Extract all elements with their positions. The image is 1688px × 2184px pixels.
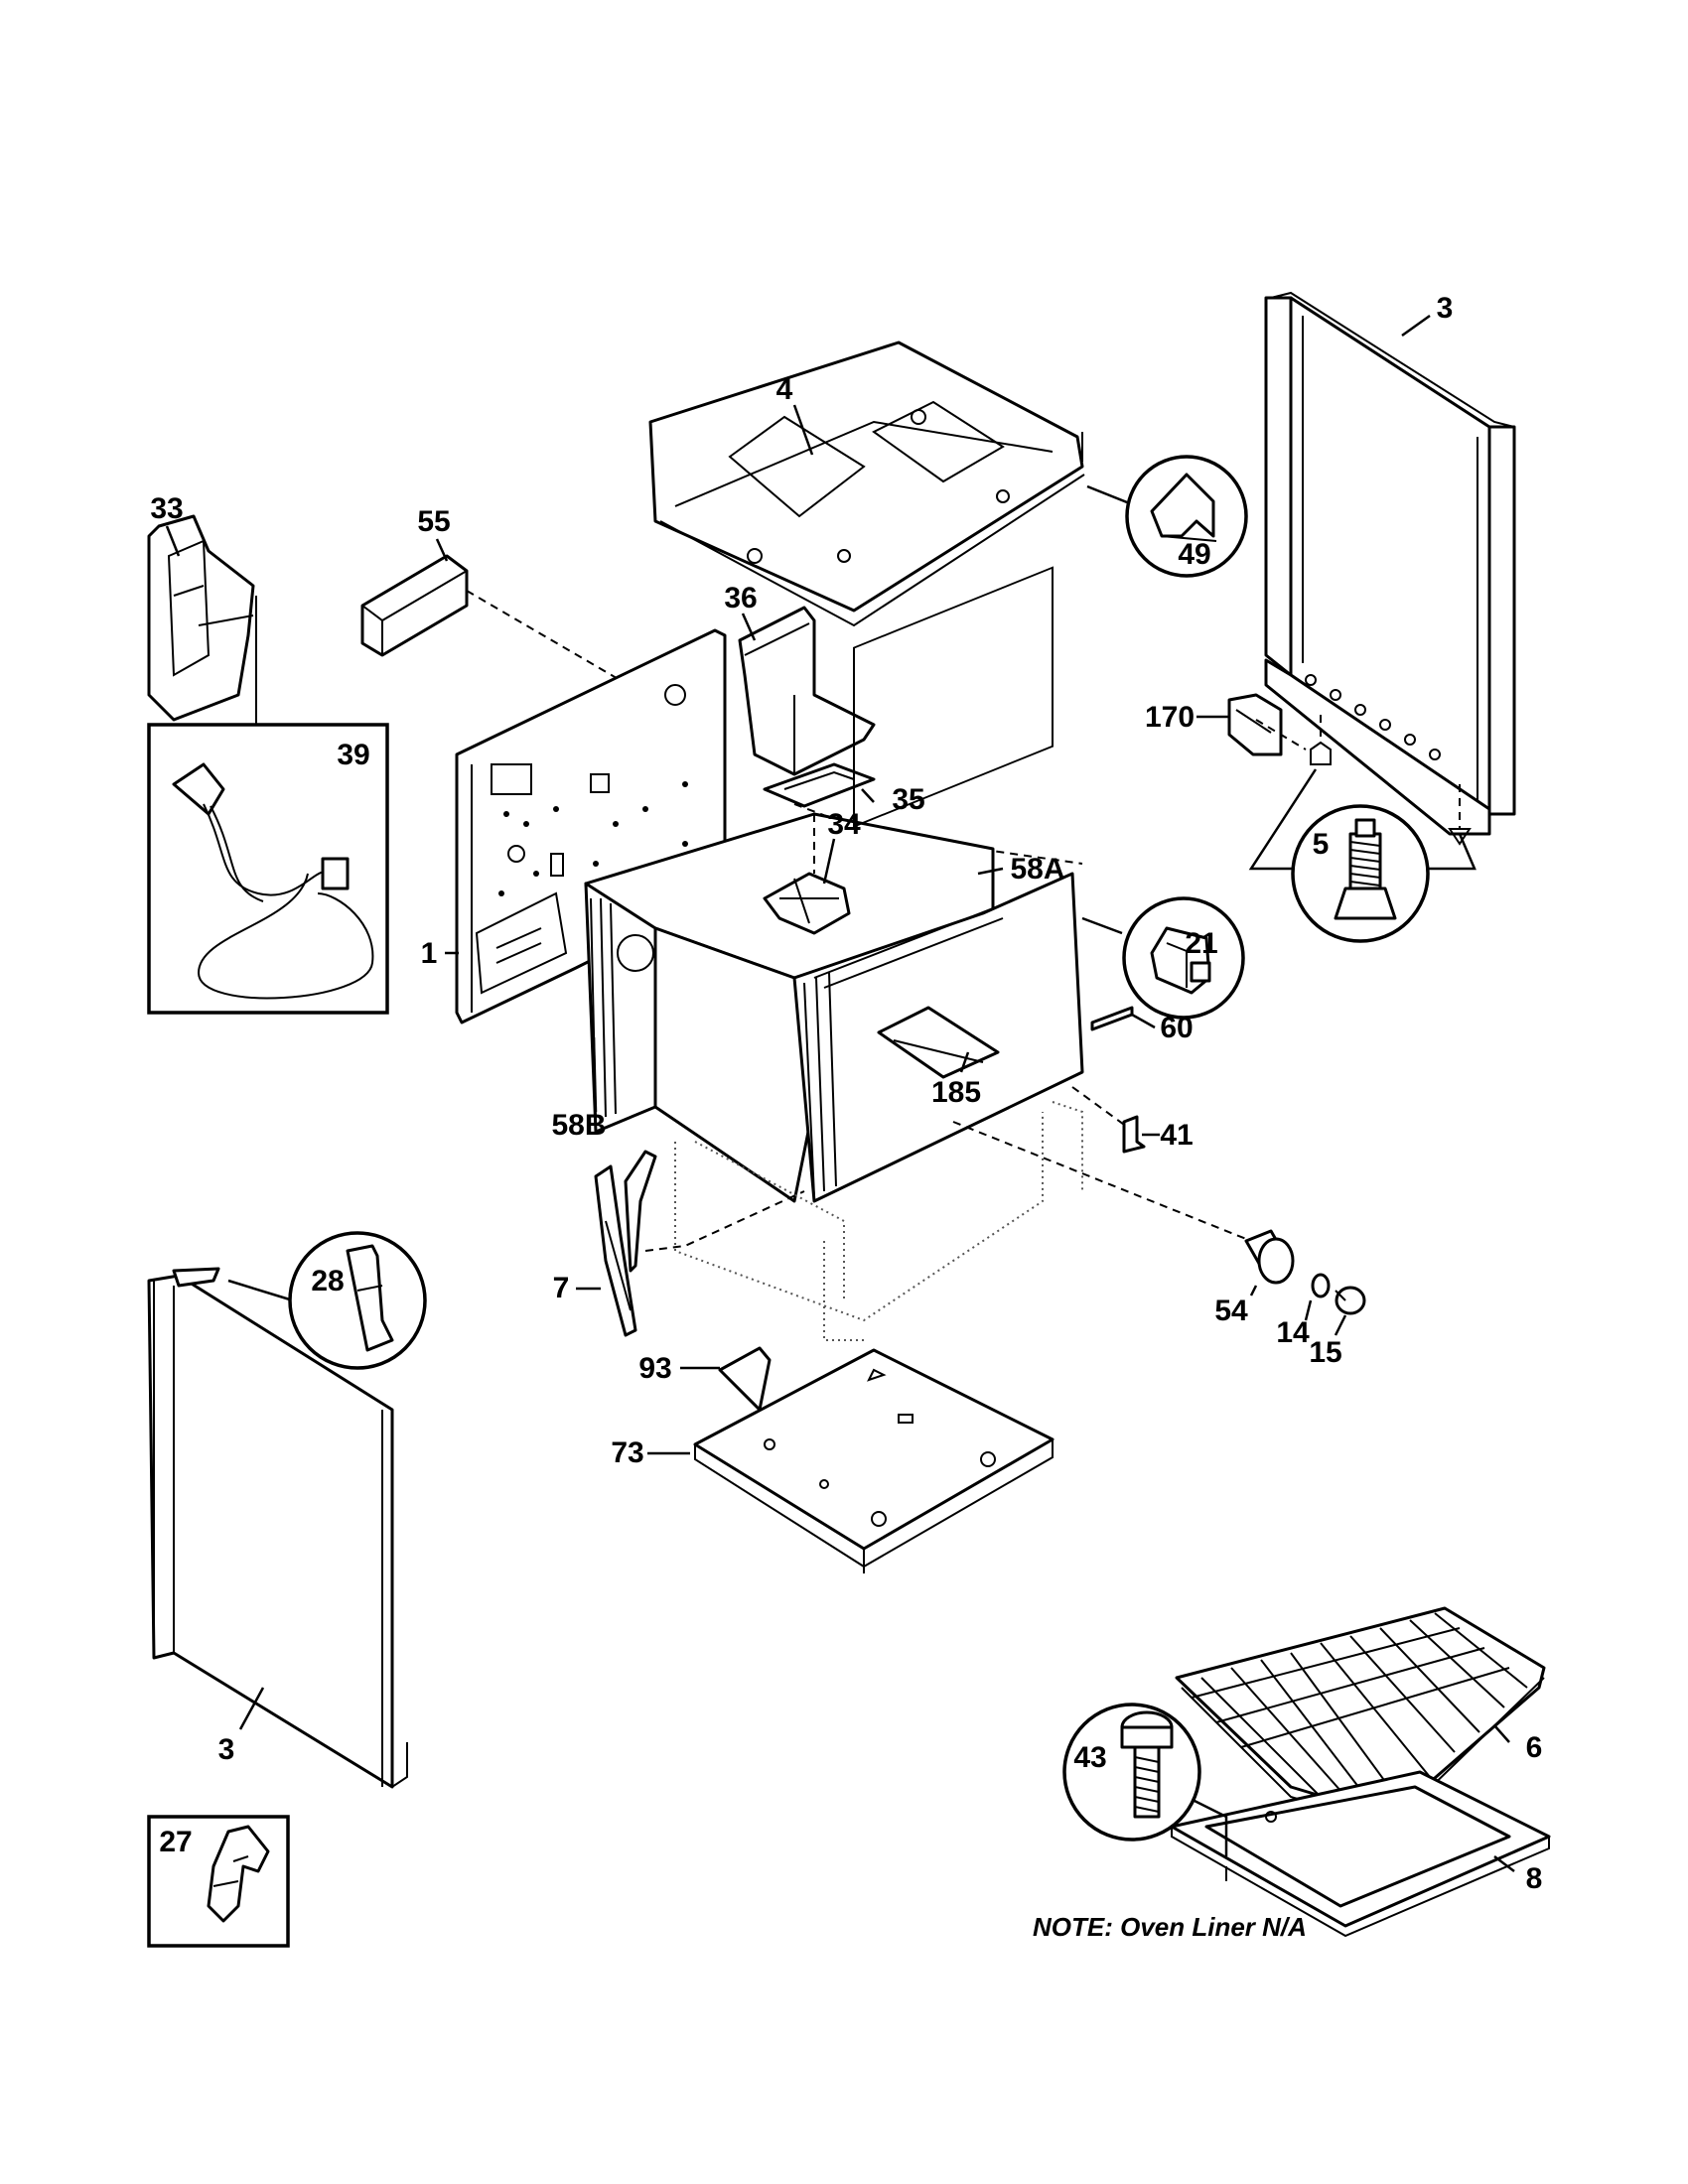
label-21: 21 <box>1185 927 1217 960</box>
leader-35 <box>861 788 875 803</box>
label-33: 33 <box>150 492 183 525</box>
label-58b: 58B <box>551 1109 606 1142</box>
label-28: 28 <box>311 1265 344 1297</box>
leader-185 <box>959 1051 970 1073</box>
part-28-clip-inset <box>227 1231 427 1370</box>
part-60 <box>1090 1006 1134 1031</box>
part-8-liner-frame <box>1170 1770 1551 1938</box>
label-3-side: 3 <box>218 1733 235 1766</box>
part-39-power-cord-inset <box>147 723 389 1015</box>
label-5: 5 <box>1313 828 1330 861</box>
label-93: 93 <box>638 1352 671 1385</box>
part-33-terminal-bracket <box>147 514 255 722</box>
part-27-clip-inset <box>147 1815 290 1948</box>
part-3-side-panel-right <box>1264 291 1516 836</box>
label-43: 43 <box>1073 1741 1106 1774</box>
leader-4 <box>792 404 814 456</box>
label-15: 15 <box>1309 1336 1341 1369</box>
part-21-clip-inset <box>1081 896 1245 1020</box>
label-8: 8 <box>1526 1862 1543 1895</box>
part-41 <box>1071 1086 1146 1154</box>
part-35-gasket <box>763 762 876 808</box>
leader-3-top <box>1401 314 1431 338</box>
leader-54 <box>1249 1285 1258 1297</box>
leader-14 <box>1304 1299 1313 1321</box>
label-3-top: 3 <box>1437 292 1454 325</box>
part-4-top-panel <box>648 341 1085 627</box>
leader-34 <box>822 838 836 885</box>
part-43-screw-inset <box>1062 1703 1228 1856</box>
part-49-inset <box>1086 455 1248 578</box>
label-54: 54 <box>1214 1295 1248 1327</box>
label-36: 36 <box>724 582 757 614</box>
part-5-leveling-leg-inset <box>1248 768 1477 943</box>
part-170-bracket <box>1227 693 1332 765</box>
label-4: 4 <box>776 373 793 406</box>
label-170: 170 <box>1145 701 1195 734</box>
part-3-side-panel-left <box>147 1267 408 1789</box>
leader-15 <box>1334 1314 1347 1336</box>
light-assembly <box>952 1121 1366 1315</box>
leader-36 <box>741 613 757 641</box>
part-7-element-bracket <box>594 1150 805 1337</box>
leader-58b <box>592 1036 598 1113</box>
part-73-bottom-panel <box>693 1348 1055 1573</box>
label-27: 27 <box>159 1826 192 1858</box>
label-1: 1 <box>421 937 438 970</box>
label-39: 39 <box>337 739 369 771</box>
label-58a: 58A <box>1010 853 1064 886</box>
label-49: 49 <box>1178 538 1210 571</box>
leader-33 <box>165 525 181 557</box>
label-6: 6 <box>1526 1731 1543 1764</box>
part-34-deflector <box>763 814 851 935</box>
label-73: 73 <box>611 1436 643 1469</box>
label-185: 185 <box>931 1076 981 1109</box>
leader-3-side <box>238 1687 265 1730</box>
note-oven-liner: NOTE: Oven Liner N/A <box>1033 1912 1307 1942</box>
part-36-vent-duct <box>738 606 876 776</box>
label-41: 41 <box>1160 1119 1193 1152</box>
leader-60 <box>1131 1013 1156 1029</box>
label-14: 14 <box>1276 1316 1310 1349</box>
label-55: 55 <box>417 505 450 538</box>
part-55-duct <box>360 554 646 696</box>
oven-cavity-assembly <box>584 566 1084 1341</box>
leader-58a <box>977 867 1004 876</box>
label-60: 60 <box>1160 1012 1193 1044</box>
leader-8 <box>1493 1855 1515 1872</box>
label-7: 7 <box>553 1272 570 1304</box>
label-34: 34 <box>827 808 861 841</box>
leader-6 <box>1493 1724 1510 1743</box>
leader-55 <box>435 538 449 562</box>
